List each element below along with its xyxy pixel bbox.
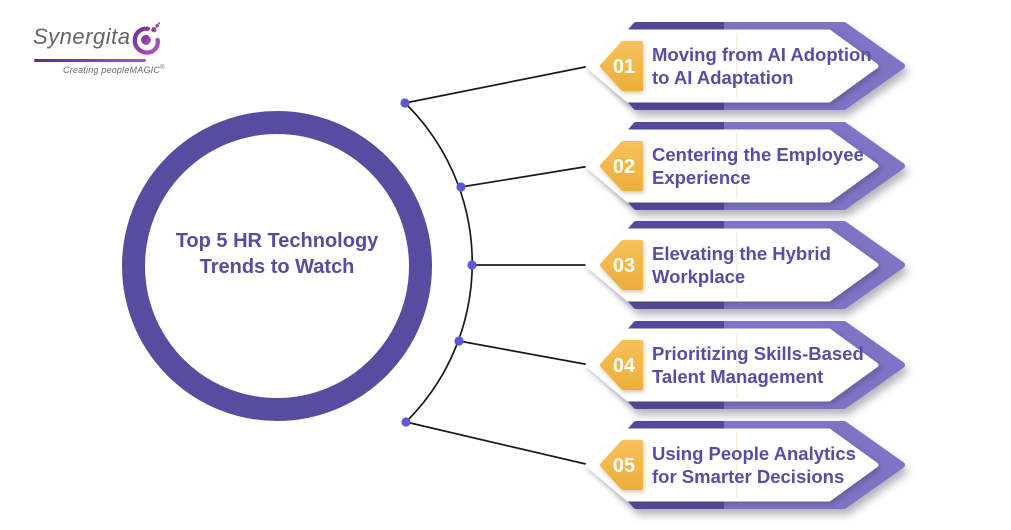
item-3-title-line-2: Workplace	[652, 266, 745, 287]
item-2-inner-arrow	[585, 129, 879, 203]
trend-item-2: 02 Centering the Employee Experience	[585, 122, 905, 210]
connector-dot-4	[454, 336, 464, 346]
brand-name: Synergita	[33, 24, 131, 49]
logo-tagline: Creating peopleMAGIC®	[63, 65, 165, 75]
connector-line-1	[404, 65, 591, 104]
item-4-inner-arrow	[585, 328, 879, 402]
item-5-inner-arrow	[585, 428, 879, 502]
item-1-number-badge	[600, 41, 643, 91]
item-1-inner-arrow	[585, 29, 879, 103]
item-1-number: 01	[613, 56, 635, 78]
item-5-title-line-2: for Smarter Decisions	[652, 466, 844, 487]
item-4-number: 04	[613, 355, 636, 377]
connector-line-4	[458, 340, 591, 366]
item-5-title-line-1: Using People Analytics	[652, 443, 856, 464]
logo-underline	[34, 59, 146, 62]
item-1-title-line-2: to AI Adaptation	[652, 67, 793, 88]
item-4-title-line-2: Talent Management	[652, 366, 823, 387]
connector-line-2	[460, 165, 591, 188]
connector-dot-3	[467, 260, 477, 270]
tagline-text: Creating peopleMAGIC	[63, 64, 161, 75]
item-2-title-line-2: Experience	[652, 167, 751, 188]
trend-item-1: 01 Moving from AI Adoption to AI Adaptat…	[585, 22, 905, 110]
infographic-title: Top 5 HR Technology Trends to Watch	[176, 228, 379, 280]
item-1-title-line-1: Moving from AI Adoption	[652, 44, 872, 65]
title-line-2: Trends to Watch	[199, 256, 355, 278]
item-5-number: 05	[613, 455, 635, 477]
item-2-number: 02	[613, 156, 635, 178]
item-3-divider	[736, 232, 738, 298]
connector-dot-2	[456, 182, 466, 192]
trend-item-3: 03 Elevating the Hybrid Workplace	[585, 221, 905, 309]
registered-mark: ®	[160, 64, 165, 71]
item-1-divider	[736, 33, 738, 99]
item-3-inner-arrow	[585, 228, 879, 302]
connector-line-5	[405, 421, 591, 466]
connector-dot-5	[401, 417, 411, 427]
trend-item-4: 04 Prioritizing Skills-Based Talent Mana…	[585, 321, 905, 409]
item-4-title-line-1: Prioritizing Skills-Based	[652, 343, 864, 364]
item-5-number-badge	[600, 440, 643, 490]
connector-dot-1	[400, 98, 410, 108]
item-3-number-badge	[600, 240, 643, 290]
synergita-logo: Synergita Creating peopleMAGIC®	[33, 22, 165, 75]
item-4-divider	[736, 332, 738, 398]
item-3-title-line-1: Elevating the Hybrid	[652, 243, 831, 264]
item-2-divider	[736, 133, 738, 199]
item-5-divider	[736, 432, 738, 498]
item-2-number-badge	[600, 141, 643, 191]
logo-swirl-icon	[133, 22, 161, 55]
title-line-1: Top 5 HR Technology	[175, 230, 379, 252]
item-4-number-badge	[600, 340, 643, 390]
item-3-number: 03	[613, 255, 635, 277]
trend-item-5: 05 Using People Analytics for Smarter De…	[585, 421, 905, 509]
item-2-title-line-1: Centering the Employee	[652, 144, 864, 165]
connector-arc	[404, 102, 474, 423]
